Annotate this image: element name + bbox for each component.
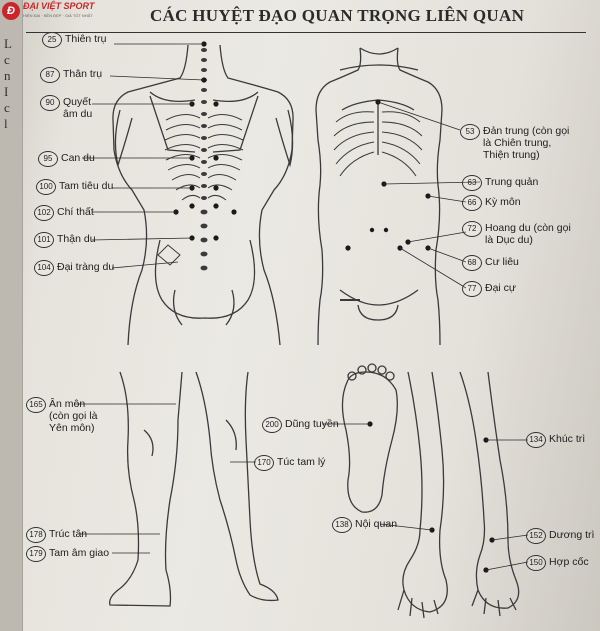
acupoint-name: Kỳ môn bbox=[485, 196, 521, 208]
acupoint-number: 134 bbox=[526, 432, 546, 448]
acupoint-number: 100 bbox=[36, 179, 56, 195]
acupoint-name: Đại cự bbox=[485, 282, 516, 294]
acupoint-name: Thận du bbox=[57, 233, 96, 245]
legs-figure bbox=[110, 372, 278, 606]
acupoint-number: 66 bbox=[462, 195, 482, 211]
acupoint-number: 104 bbox=[34, 260, 54, 276]
acupoint-number: 101 bbox=[34, 232, 54, 248]
acupoint-name: Đại tràng du bbox=[57, 261, 114, 273]
acupoint-number: 138 bbox=[332, 517, 352, 533]
acupoint-number: 150 bbox=[526, 555, 546, 571]
acupoint-number: 165 bbox=[26, 397, 46, 413]
acupoint-name: Ân môn (còn gọi là Yên môn) bbox=[49, 398, 97, 434]
acupoint-number: 152 bbox=[526, 528, 546, 544]
acupoint-number: 170 bbox=[254, 455, 274, 471]
acupoint-number: 87 bbox=[40, 67, 60, 83]
acupoint-name: Thân trụ bbox=[63, 68, 102, 80]
acupoint-name: Thiên trụ bbox=[65, 33, 106, 45]
acupoint-number: 178 bbox=[26, 527, 46, 543]
acupoint-name: Đản trung (còn gọi là Chiên trung, Thiện… bbox=[483, 125, 569, 161]
acupoint-number: 102 bbox=[34, 205, 54, 221]
back-figure bbox=[113, 41, 293, 345]
acupoint-number: 90 bbox=[40, 95, 60, 111]
acupoint-name: Dũng tuyền bbox=[285, 418, 339, 430]
acupoint-name: Hợp cốc bbox=[549, 556, 589, 568]
acupoint-name: Nội quan bbox=[355, 518, 397, 530]
front-figure bbox=[316, 48, 442, 345]
acupoint-number: 179 bbox=[26, 546, 46, 562]
acupoint-number: 63 bbox=[462, 175, 482, 191]
acupoint-name: Khúc trì bbox=[549, 433, 585, 445]
acupoint-name: Can du bbox=[61, 152, 95, 164]
acupoint-name: Cư liêu bbox=[485, 256, 519, 268]
acupoint-name: Dương trì bbox=[549, 529, 594, 541]
acupoint-number: 72 bbox=[462, 221, 482, 237]
acupoint-name: Quyết âm du bbox=[63, 96, 92, 120]
forearm-back-figure bbox=[460, 372, 519, 616]
acupoint-name: Túc tam lý bbox=[277, 456, 325, 468]
acupoint-number: 77 bbox=[462, 281, 482, 297]
forearm-front-figure bbox=[398, 372, 447, 618]
acupoint-name: Trúc tân bbox=[49, 528, 87, 540]
acupoint-name: Tam âm giao bbox=[49, 547, 109, 559]
acupoint-number: 200 bbox=[262, 417, 282, 433]
acupoint-number: 95 bbox=[38, 151, 58, 167]
acupoint-number: 25 bbox=[42, 32, 62, 48]
acupoint-number: 68 bbox=[462, 255, 482, 271]
foot-sole-figure bbox=[342, 364, 397, 512]
acupoint-name: Trung quản bbox=[485, 176, 538, 188]
acupoint-number: 53 bbox=[460, 124, 480, 140]
acupoint-name: Chí thất bbox=[57, 206, 94, 218]
acupoint-name: Hoang du (còn gọi là Dục du) bbox=[485, 222, 571, 246]
acupoint-name: Tam tiêu du bbox=[59, 180, 113, 192]
